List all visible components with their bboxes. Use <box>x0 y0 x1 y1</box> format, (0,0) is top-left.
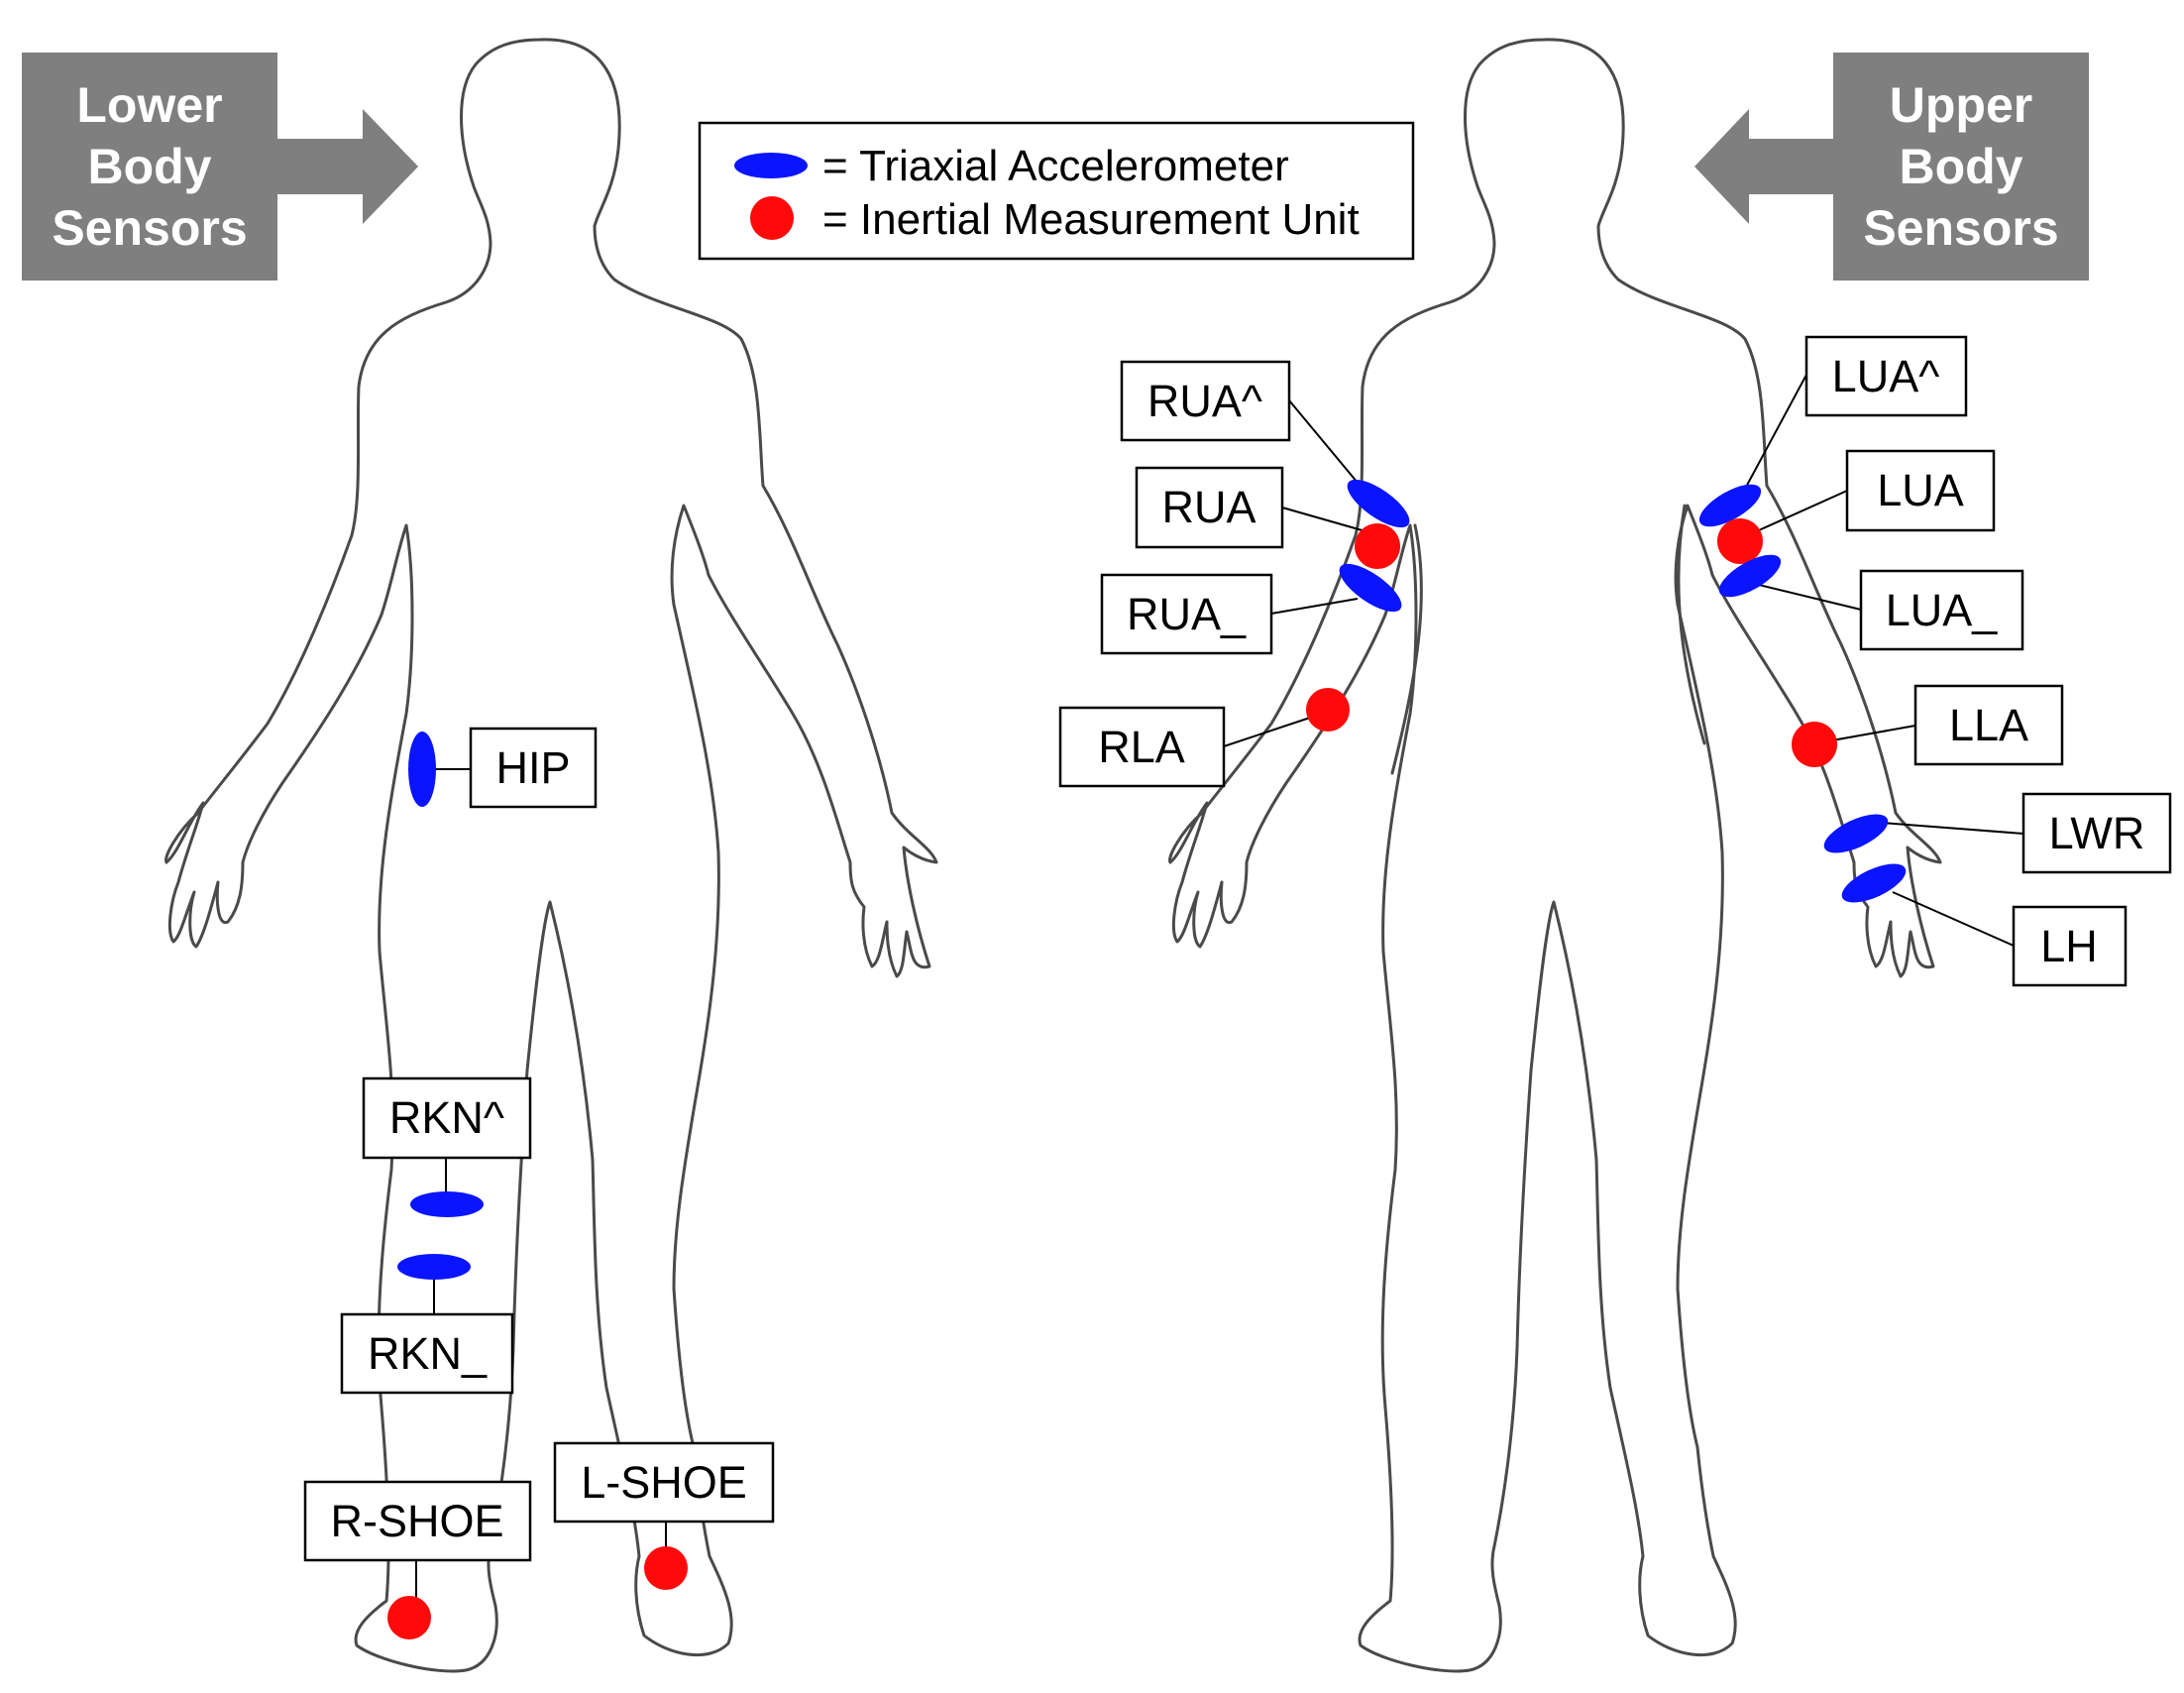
lower-banner-line-1: Lower <box>76 77 222 133</box>
lwr-label: LWR <box>2049 808 2145 858</box>
l-shoe-imu-marker <box>644 1546 688 1590</box>
legend-imu-label: = Inertial Measurement Unit <box>822 195 1360 244</box>
sensor-r-shoe: R-SHOE <box>303 1480 532 1639</box>
rua-upper-accelerometer-marker <box>1347 479 1410 528</box>
upper-banner-line-2: Body <box>1900 139 2023 194</box>
l-shoe-label: L-SHOE <box>581 1457 747 1508</box>
rua-imu-marker <box>1355 523 1400 569</box>
lua-lower-accelerometer-marker <box>1718 554 1782 598</box>
legend-box <box>698 121 1415 261</box>
upper-body-sensors-banner: Upper Body Sensors <box>1694 53 2089 281</box>
legend-accelerometer-marker <box>734 153 808 178</box>
lla-label: LLA <box>1949 700 2028 750</box>
sensor-rla: RLA <box>1058 688 1350 788</box>
r-shoe-label: R-SHOE <box>330 1496 503 1546</box>
sensor-hip: HIP <box>408 727 598 809</box>
r-shoe-imu-marker <box>387 1596 431 1639</box>
sensor-lua-upper: LUA^ <box>1698 335 1968 527</box>
rla-label: RLA <box>1098 722 1185 772</box>
sensor-rua: RUA <box>1135 466 1400 569</box>
hip-accelerometer-marker <box>408 732 436 807</box>
sensor-rkn-upper: RKN^ <box>362 1076 532 1217</box>
lh-accelerometer-marker <box>1841 863 1907 903</box>
sensor-rua-lower: RUA_ <box>1100 563 1402 655</box>
sensor-lwr: LWR <box>1823 792 2172 874</box>
upper-banner-line-1: Upper <box>1890 77 2032 133</box>
rkn-upper-label: RKN^ <box>389 1092 504 1143</box>
lower-body-sensors-banner: Lower Body Sensors <box>22 53 418 281</box>
legend: = Triaxial Accelerometer = Inertial Meas… <box>698 121 1415 261</box>
rkn-lower-label: RKN_ <box>368 1328 488 1379</box>
lua-upper-accelerometer-marker <box>1698 484 1762 527</box>
lower-banner-line-3: Sensors <box>52 200 247 256</box>
sensor-lla: LLA <box>1792 684 2064 767</box>
lua-lower-label: LUA_ <box>1886 585 1999 635</box>
lower-banner-line-2: Body <box>88 139 212 194</box>
lh-label: LH <box>2040 921 2098 971</box>
legend-accelerometer-label: = Triaxial Accelerometer <box>822 142 1289 190</box>
sensor-rua-upper: RUA^ <box>1120 360 1410 528</box>
rua-upper-label: RUA^ <box>1147 376 1262 426</box>
lwr-accelerometer-marker <box>1823 814 1889 853</box>
lua-upper-label: LUA^ <box>1832 351 1940 401</box>
sensor-rkn-lower: RKN_ <box>340 1254 514 1395</box>
hip-label: HIP <box>495 742 570 793</box>
sensor-l-shoe: L-SHOE <box>553 1441 775 1590</box>
right-body-outline <box>1168 38 1942 1673</box>
rua-lower-label: RUA_ <box>1127 589 1247 639</box>
sensor-lua: LUA <box>1717 449 1996 564</box>
rkn-lower-accelerometer-marker <box>397 1254 471 1280</box>
lla-imu-marker <box>1792 722 1837 767</box>
legend-imu-marker <box>750 196 794 240</box>
sensor-lua-lower: LUA_ <box>1718 554 2024 651</box>
rla-imu-marker <box>1306 688 1350 732</box>
rua-label: RUA <box>1161 482 1256 532</box>
lua-label: LUA <box>1877 465 1964 515</box>
rua-lower-accelerometer-marker <box>1339 563 1402 613</box>
upper-banner-line-3: Sensors <box>1863 200 2058 256</box>
sensor-lh: LH <box>1841 863 2128 987</box>
rkn-upper-accelerometer-marker <box>410 1191 484 1217</box>
lua-imu-marker <box>1717 518 1763 564</box>
left-body-outline <box>164 38 938 1673</box>
